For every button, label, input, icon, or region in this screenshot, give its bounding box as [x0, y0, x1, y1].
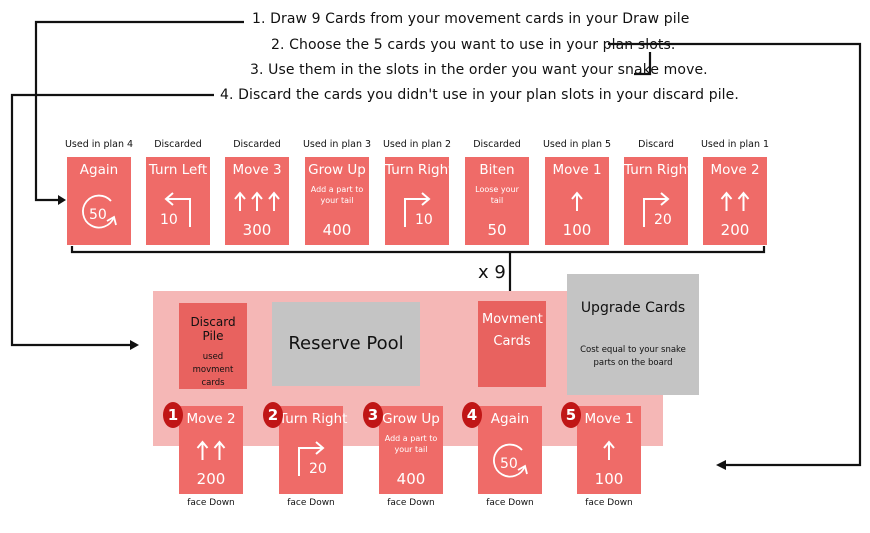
step-1: 1. Draw 9 Cards from your movement cards… [252, 11, 690, 27]
card-title: Again [490, 411, 530, 427]
card-plan-slot-3[interactable]: Grow Up Add a part to your tail 400 [379, 406, 443, 494]
connector-step3 [634, 52, 652, 76]
card-value: 10 [415, 212, 433, 228]
draw-card-status-label: Used in plan 1 [700, 139, 770, 150]
step-3: 3. Use them in the slots in the order yo… [250, 62, 708, 78]
face-down-caption: face Down [585, 498, 633, 508]
arrow-up-icon [196, 440, 226, 460]
card-plan-slot-5[interactable]: Move 1 100 [577, 406, 641, 494]
plan-slot-number-badge: 3 [363, 402, 383, 428]
face-down-caption: face Down [287, 498, 335, 508]
turn-right-icon [643, 192, 670, 227]
movement-cards-label: Movment Cards [482, 312, 543, 349]
card-value: 20 [654, 212, 672, 228]
card-value: 200 [196, 470, 226, 488]
discard-pile-sub: used movment cards [192, 352, 234, 388]
draw-row-bracket [70, 246, 766, 254]
turn-left-icon [164, 192, 191, 227]
card-value: 200 [720, 221, 750, 239]
card-subtitle: Add a part to your tail [384, 434, 438, 454]
again-icon [82, 194, 117, 229]
card-draw-8[interactable]: Turn Right 20 [624, 157, 693, 245]
connector-step2 [608, 42, 862, 467]
upgrade-cards-title: Upgrade Cards [580, 300, 686, 316]
again-icon [493, 443, 528, 478]
draw-card-status-label: Discard [638, 139, 674, 150]
plan-slot-number-badge: 2 [263, 402, 283, 428]
turn-right-icon [404, 192, 431, 227]
card-title: Again [79, 162, 119, 178]
card-value: 50 [487, 221, 507, 239]
step-4: 4. Discard the cards you didn't use in y… [220, 87, 739, 103]
card-title: Biten [479, 162, 515, 178]
draw-card-status-label: Discarded [473, 139, 521, 150]
reserve-pool[interactable]: Reserve Pool [272, 302, 420, 386]
movement-cards[interactable]: Movment Cards [478, 301, 546, 387]
step-2: 2. Choose the 5 cards you want to use in… [271, 37, 676, 53]
card-title: Move 1 [552, 162, 602, 178]
draw-card-status-label: Used in plan 2 [382, 139, 452, 150]
card-value: 10 [160, 212, 178, 228]
card-title: Turn Right [624, 162, 693, 178]
card-draw-9[interactable]: Move 2 200 [703, 157, 767, 245]
card-draw-4[interactable]: Grow Up Add a part to your tail 400 [305, 157, 369, 245]
arrow-up-icon [234, 191, 280, 211]
card-title: Move 3 [232, 162, 282, 178]
card-value: 400 [396, 470, 426, 488]
face-down-caption: face Down [387, 498, 435, 508]
card-draw-2[interactable]: Turn Left 10 [146, 157, 210, 245]
card-plan-slot-4[interactable]: Again 50 [478, 406, 542, 494]
card-value: 300 [242, 221, 272, 239]
card-draw-7[interactable]: Move 1 100 [545, 157, 609, 245]
card-value: 400 [322, 221, 352, 239]
connector-step4 [10, 93, 214, 347]
card-plan-slot-1[interactable]: Move 2 200 [179, 406, 243, 494]
card-title: Turn Right [279, 411, 348, 427]
card-title: Move 1 [584, 411, 634, 427]
plan-slot-number-badge: 1 [163, 402, 183, 428]
card-value: 100 [562, 221, 592, 239]
plan-slot-number-badge: 4 [462, 402, 482, 428]
multiplier-label: x 9 [478, 262, 506, 283]
face-down-caption: face Down [187, 498, 235, 508]
upgrade-cards[interactable]: Upgrade Cards Cost equal to your snake p… [567, 274, 699, 395]
card-title: Grow Up [308, 162, 366, 178]
card-value: 50 [89, 207, 107, 223]
card-value: 50 [500, 456, 518, 472]
draw-card-status-label: Used in plan 3 [302, 139, 372, 150]
arrow-up-icon [603, 440, 615, 460]
turn-right-icon [298, 441, 325, 476]
card-title: Grow Up [382, 411, 440, 427]
card-draw-3[interactable]: Move 3 300 [225, 157, 289, 245]
card-title: Move 2 [186, 411, 236, 427]
draw-card-status-label: Discarded [154, 139, 202, 150]
card-subtitle: Loose your tail [475, 185, 519, 205]
card-value: 20 [309, 461, 327, 477]
card-title: Turn Right [385, 162, 454, 178]
arrow-up-icon [571, 191, 583, 211]
card-title: Move 2 [710, 162, 760, 178]
card-subtitle: Add a part to your tail [310, 185, 364, 205]
upgrade-cards-sub: Cost equal to your snake parts on the bo… [580, 345, 686, 368]
card-title: Turn Left [148, 162, 208, 178]
discard-pile-title: Discard Pile [190, 315, 236, 343]
card-value: 100 [594, 470, 624, 488]
card-draw-1[interactable]: Again 50 [67, 157, 131, 245]
draw-card-status-label: Discarded [233, 139, 281, 150]
discard-pile[interactable]: Discard Pile used movment cards [179, 303, 247, 389]
face-down-caption: face Down [486, 498, 534, 508]
arrow-up-icon [720, 191, 750, 211]
plan-slot-number-badge: 5 [561, 402, 581, 428]
card-draw-5[interactable]: Turn Right 10 [385, 157, 454, 245]
card-plan-slot-2[interactable]: Turn Right 20 [279, 406, 348, 494]
draw-card-status-label: Used in plan 5 [542, 139, 612, 150]
connector-step1 [34, 20, 244, 202]
draw-card-status-label: Used in plan 4 [64, 139, 134, 150]
reserve-pool-label: Reserve Pool [288, 333, 404, 354]
